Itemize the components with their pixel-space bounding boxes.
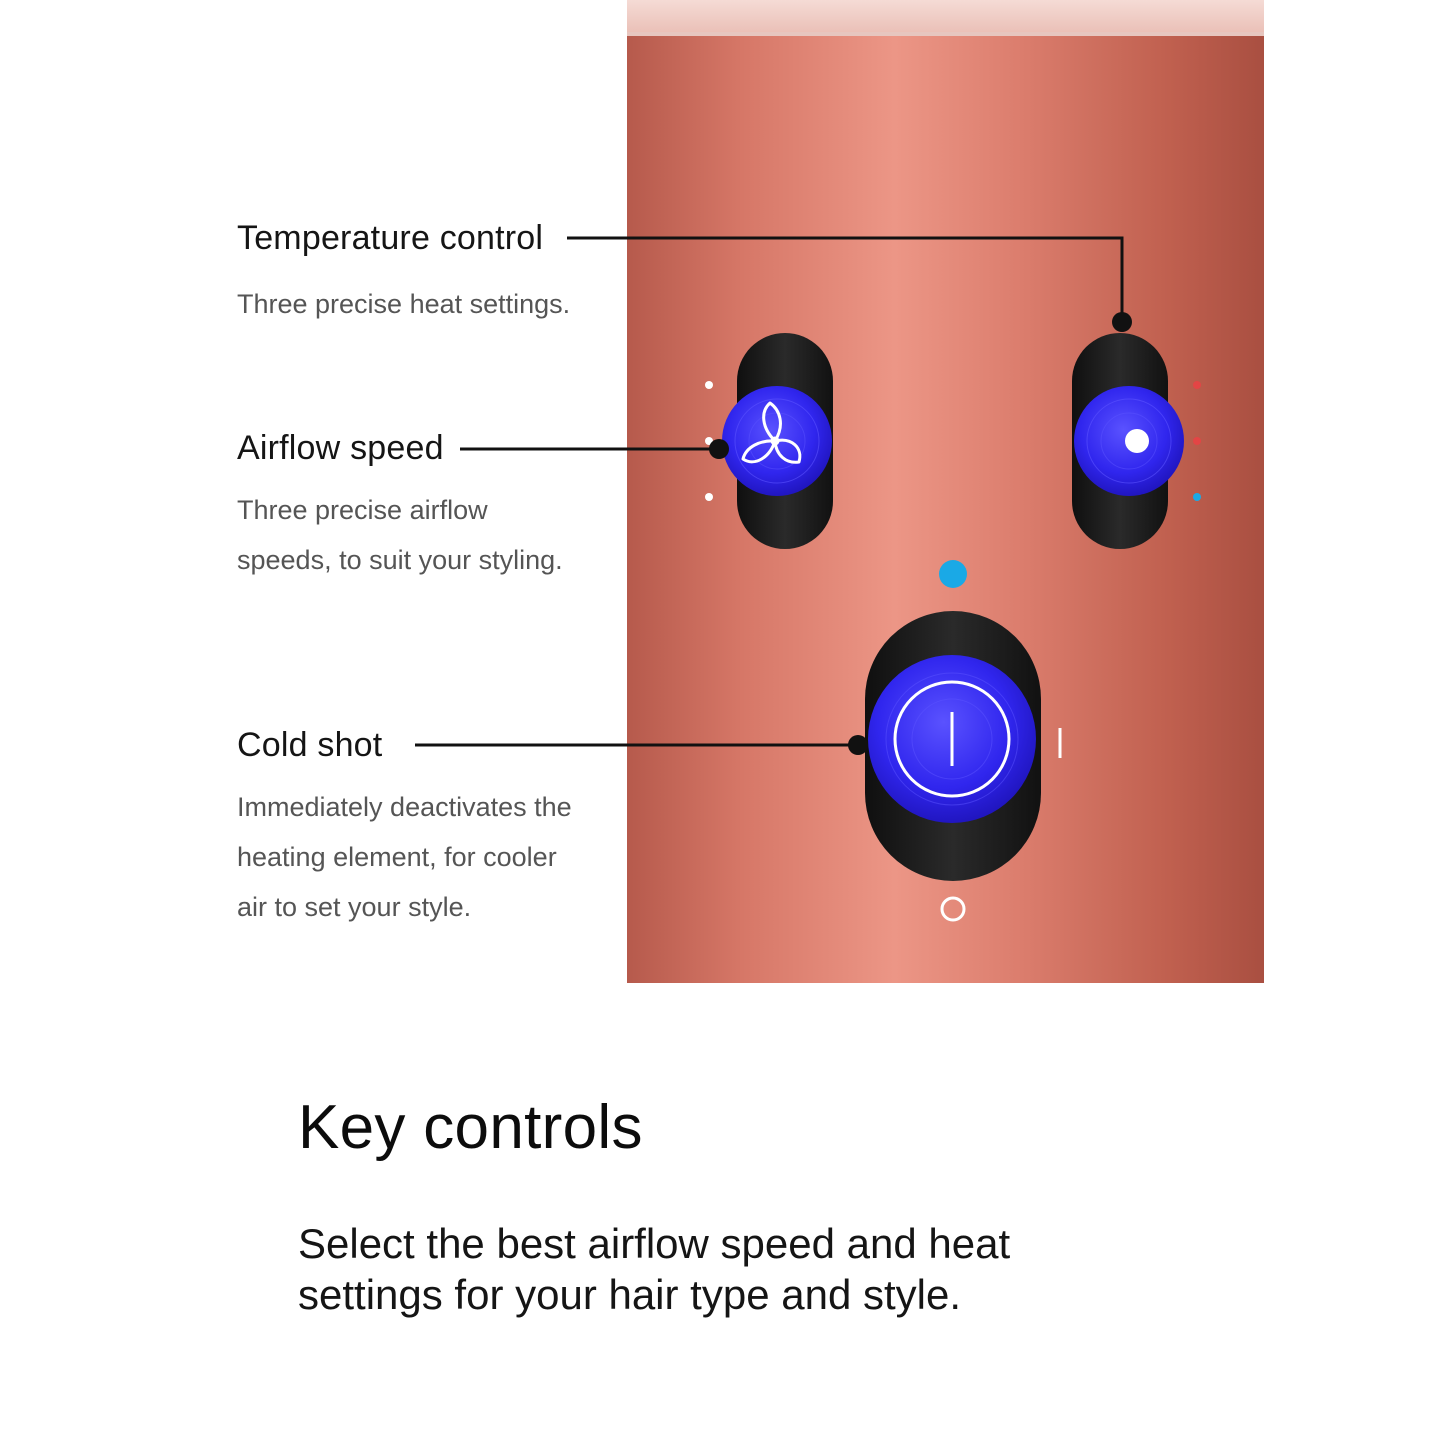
airflow-indicator-3: [705, 493, 713, 501]
airflow-callout-title: Airflow speed: [237, 429, 444, 467]
section-subcopy: Select the best airflow speed and heat s…: [298, 1218, 1010, 1320]
off-indicator-icon: [940, 896, 966, 922]
power-icon: [893, 680, 1011, 798]
hair-dryer-handle: [415, 0, 1264, 983]
cold-shot-control: [865, 560, 1062, 922]
subcopy-line: Select the best airflow speed and heat: [298, 1220, 1011, 1267]
temperature-leader-line: [567, 236, 1124, 320]
top-cap: [627, 0, 1264, 34]
heat-dot-icon: [1125, 429, 1149, 453]
callout-lines: [415, 236, 1124, 747]
airflow-desc-line: speeds, to suit your styling.: [237, 545, 563, 575]
heat-indicator-2: [1193, 437, 1201, 445]
coldshot-leader-dot: [848, 735, 868, 755]
temperature-callout: Temperature control Three precise heat s…: [237, 221, 570, 329]
temperature-control: [1072, 333, 1201, 549]
coldshot-desc-line: air to set your style.: [237, 892, 472, 922]
temperature-desc-line: Three precise heat settings.: [237, 289, 571, 319]
temperature-callout-title: Temperature control: [237, 219, 544, 257]
section-heading: Key controls: [298, 1093, 643, 1162]
airflow-callout-desc: Three precise airflow speeds, to suit yo…: [237, 485, 563, 585]
heat-indicator-1: [1193, 381, 1201, 389]
airflow-button[interactable]: [722, 386, 832, 496]
hair-dryer-illustration: [415, 0, 1264, 983]
coldshot-callout: Cold shot Immediately deactivates the he…: [237, 728, 572, 932]
airflow-leader-dot: [709, 439, 729, 459]
airflow-indicator-1: [705, 381, 713, 389]
subcopy-line: settings for your hair type and style.: [298, 1271, 961, 1318]
cold-shot-button[interactable]: [868, 655, 1036, 823]
airflow-callout: Airflow speed Three precise airflow spee…: [237, 431, 563, 585]
coldshot-callout-title: Cold shot: [237, 726, 383, 764]
fan-icon: [741, 401, 802, 464]
cold-indicator-icon: [939, 560, 967, 588]
temperature-button[interactable]: [1074, 386, 1184, 496]
airflow-desc-line: Three precise airflow: [237, 495, 488, 525]
temperature-leader-dot: [1112, 312, 1132, 332]
coldshot-desc-line: heating element, for cooler: [237, 842, 557, 872]
coldshot-desc-line: Immediately deactivates the: [237, 792, 572, 822]
coldshot-callout-desc: Immediately deactivates the heating elem…: [237, 782, 572, 932]
heat-indicator-3: [1193, 493, 1201, 501]
temperature-callout-desc: Three precise heat settings.: [237, 279, 570, 329]
airflow-control: [705, 333, 833, 549]
